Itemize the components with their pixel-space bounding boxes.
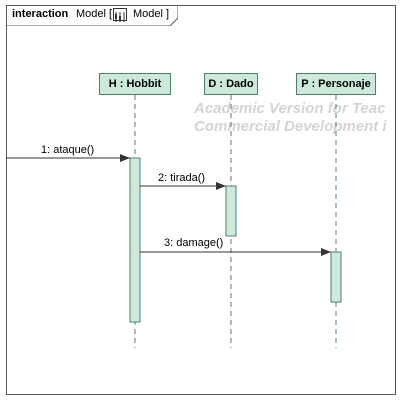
frame-reference: Model ] (133, 8, 170, 20)
lifeline-dado-head[interactable]: D : Dado (204, 73, 258, 95)
frame-keyword: interaction (12, 8, 69, 20)
activation-dado (225, 185, 237, 237)
frame-bracket: [ (109, 8, 113, 20)
frame-tab-outline (6, 5, 178, 26)
frame-title-tab (6, 5, 178, 26)
frame-name: Model [ (76, 8, 112, 20)
message-1-label[interactable]: 1: ataque() (41, 144, 95, 156)
interaction-diagram-icon (113, 8, 127, 22)
watermark-line-2: Commercial Development i (194, 118, 387, 135)
message-2-label[interactable]: 2: tirada() (158, 172, 206, 184)
lifeline-hobbit-head[interactable]: H : Hobbit (99, 73, 171, 95)
activation-hobbit (129, 157, 141, 323)
activation-personaje (330, 251, 342, 303)
frame-name-text: Model (76, 8, 106, 20)
lifeline-personaje-head[interactable]: P : Personaje (296, 73, 376, 95)
watermark-line-1: Academic Version for Teac (194, 100, 386, 117)
message-3-label[interactable]: 3: damage() (164, 237, 224, 249)
interaction-frame (6, 5, 396, 395)
